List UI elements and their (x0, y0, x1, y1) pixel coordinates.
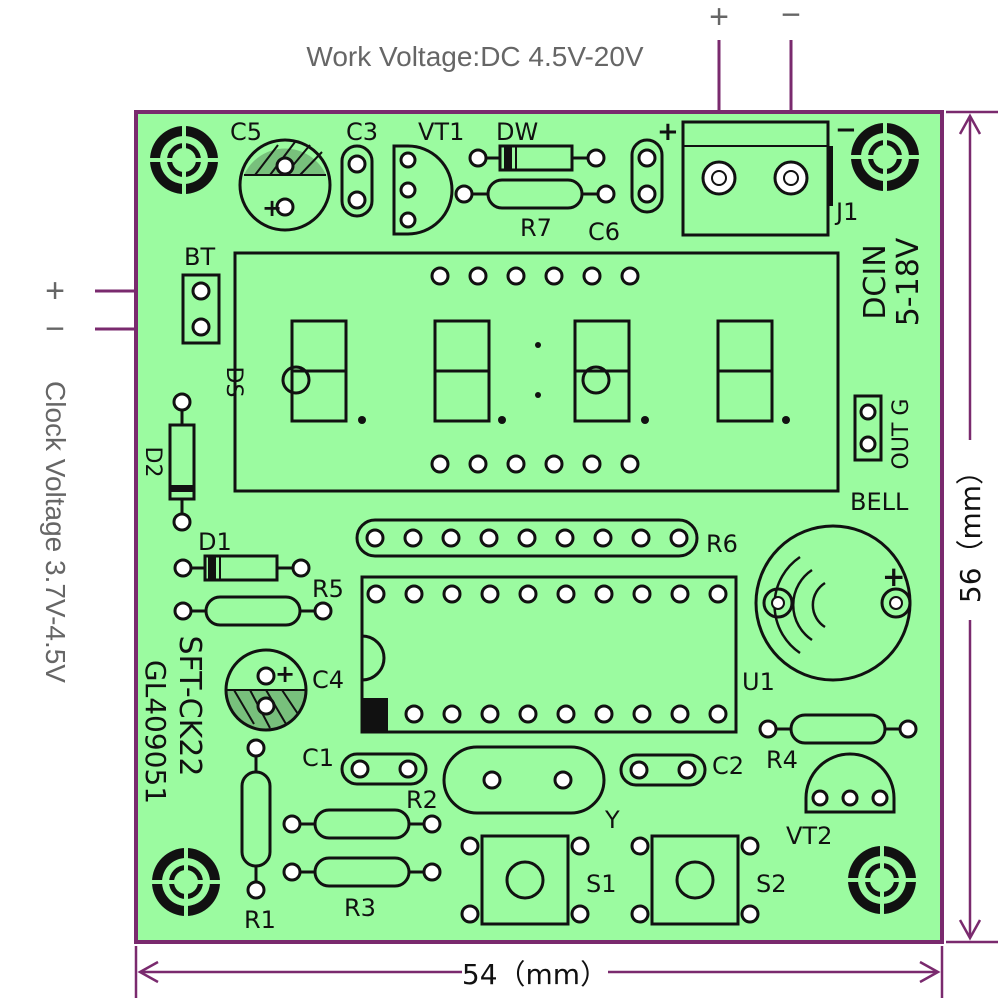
label-r6: R6 (706, 530, 738, 558)
label-c4-plus: + (275, 660, 295, 688)
work-voltage-minus: − (781, 0, 801, 34)
label-s2: S2 (756, 870, 787, 898)
resistor-network-r6 (355, 518, 699, 558)
label-c1: C1 (302, 744, 334, 772)
transistor-vt1 (392, 144, 454, 236)
capacitor-c2 (619, 753, 707, 787)
label-c6: C6 (588, 218, 620, 246)
label-c2: C2 (712, 752, 744, 780)
label-bt: BT (184, 243, 215, 271)
label-vt1: VT1 (418, 118, 464, 146)
label-s1: S1 (586, 870, 617, 898)
label-r3: R3 (344, 894, 376, 922)
resistor-r1 (240, 738, 272, 900)
transistor-vt2 (804, 752, 896, 814)
label-y: Y (604, 806, 620, 834)
work-voltage-plus: + (709, 0, 729, 36)
label-vt2: VT2 (786, 822, 832, 850)
display-ds-dots (358, 342, 790, 424)
board-code: GL409051 (139, 660, 172, 804)
mounting-hole-top-right (851, 123, 919, 191)
work-voltage-label: Work Voltage:DC 4.5V-20V (306, 41, 644, 72)
mounting-hole-bottom-right (848, 846, 916, 914)
mounting-hole-bottom-left (152, 848, 220, 916)
capacitor-c4 (224, 648, 308, 732)
label-out-g: OUT G (889, 399, 914, 470)
capacitor-c1 (340, 752, 428, 786)
resistor-r7 (454, 178, 616, 210)
board-name: SFT-CK22 (172, 636, 207, 777)
label-u1: U1 (742, 668, 775, 696)
label-r2: R2 (406, 786, 438, 814)
label-dcin-range: 5-18V (891, 237, 926, 326)
label-j1-minus: − (835, 115, 857, 145)
width-dimension-label: 54（mm） (462, 958, 608, 991)
header-out-g (853, 394, 883, 462)
label-c5: C5 (230, 118, 262, 146)
crystal-y (442, 745, 606, 815)
height-dimension-label: 56（mm） (954, 457, 987, 603)
buzzer-bell (754, 524, 912, 682)
height-dimension (946, 110, 998, 944)
label-c5-plus: + (262, 194, 282, 222)
width-dimension (134, 946, 944, 998)
diode-d1 (173, 554, 311, 582)
label-bell-plus: + (882, 560, 905, 593)
battery-header-bt (181, 273, 221, 345)
label-j1-plus: + (657, 117, 679, 147)
clock-voltage-label: Clock Voltage 3.7V-4.5V (40, 381, 71, 683)
resistor-r2 (282, 808, 442, 840)
label-j1: J1 (834, 198, 858, 226)
resistor-r4 (758, 713, 918, 745)
switch-s2 (630, 834, 760, 926)
label-d2: D2 (140, 447, 165, 478)
ic-u1 (360, 575, 738, 734)
label-c4: C4 (312, 666, 344, 694)
diode-d2 (168, 392, 196, 532)
label-ds: DS (221, 367, 246, 398)
resistor-r5 (173, 595, 333, 627)
clock-voltage-minus: − (45, 310, 65, 348)
label-r4: R4 (766, 746, 798, 774)
clock-voltage-plus: + (45, 272, 65, 310)
label-r7: R7 (520, 214, 552, 242)
label-dw: DW (496, 118, 538, 146)
display-ds (233, 251, 840, 493)
display-ds-pins (430, 266, 640, 474)
capacitor-c3 (340, 144, 374, 218)
label-d1: D1 (198, 528, 232, 556)
resistor-r3 (282, 856, 442, 888)
label-r5: R5 (312, 575, 344, 603)
capacitor-c6 (630, 138, 664, 214)
label-bell: BELL (850, 488, 909, 516)
label-c3: C3 (346, 118, 378, 146)
label-dcin: DCIN (858, 244, 893, 319)
mounting-hole-top-left (150, 126, 218, 194)
label-r1: R1 (244, 906, 276, 934)
switch-s1 (460, 834, 590, 926)
capacitor-c5 (238, 138, 332, 232)
diode-dw (468, 144, 606, 172)
terminal-j1 (681, 120, 833, 237)
